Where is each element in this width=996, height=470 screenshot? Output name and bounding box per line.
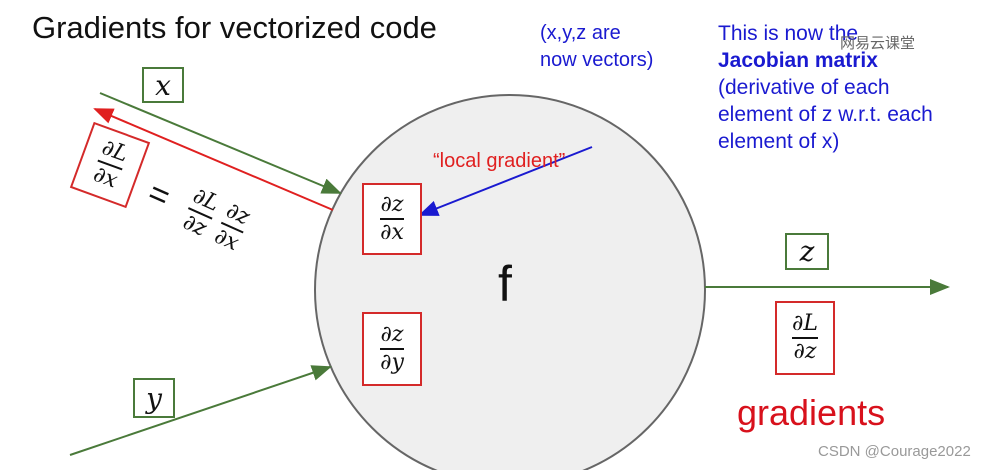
local-gradient-label: “local gradient”: [433, 150, 566, 172]
input-y-box: y: [133, 378, 175, 418]
local-gradient-pointer: [418, 146, 593, 216]
note-line: This is now the: [718, 22, 859, 45]
slide-title: Gradients for vectorized code: [32, 10, 437, 45]
input-x-label: x: [155, 68, 171, 102]
note-line: (derivative of each: [718, 76, 890, 99]
gradients-label: gradients: [737, 392, 886, 433]
note-line: now vectors): [540, 49, 654, 71]
note-line: element of x): [718, 130, 840, 153]
x-forward-arrow: [99, 92, 342, 194]
play-overlay-icon: [900, 376, 976, 436]
vectors-note: (x,y,z are now vectors): [540, 20, 653, 74]
dz-dy-box: ∂z∂y: [362, 312, 422, 386]
y-forward-arrow: [69, 365, 332, 456]
input-x-box: x: [142, 67, 184, 103]
dL-dz-box: ∂L∂z: [775, 301, 835, 375]
output-z-box: z: [785, 233, 829, 270]
dL-dx-fraction: ∂L∂x: [89, 135, 132, 194]
dz-dy-local-fraction: ∂z∂y: [380, 322, 404, 375]
dL-dz-upstream-fraction: ∂L∂z: [792, 311, 818, 364]
input-y-label: y: [146, 381, 162, 415]
dz-dx-local-fraction: ∂z∂x: [380, 192, 404, 245]
netease-watermark: 网易云课堂: [840, 35, 916, 52]
note-line-emphasis: Jacobian matrix: [718, 49, 878, 72]
dz-dx-box: ∂z∂x: [362, 183, 422, 255]
output-z-label: z: [799, 235, 815, 268]
note-line: (x,y,z are: [540, 22, 621, 44]
x-backward-arrow: [93, 108, 334, 211]
jacobian-note: This is now the Jacobian matrix (derivat…: [718, 20, 933, 155]
csdn-watermark: CSDN @Courage2022: [818, 443, 971, 460]
note-line: element of z w.r.t. each: [718, 103, 933, 126]
function-label: f: [498, 256, 512, 312]
